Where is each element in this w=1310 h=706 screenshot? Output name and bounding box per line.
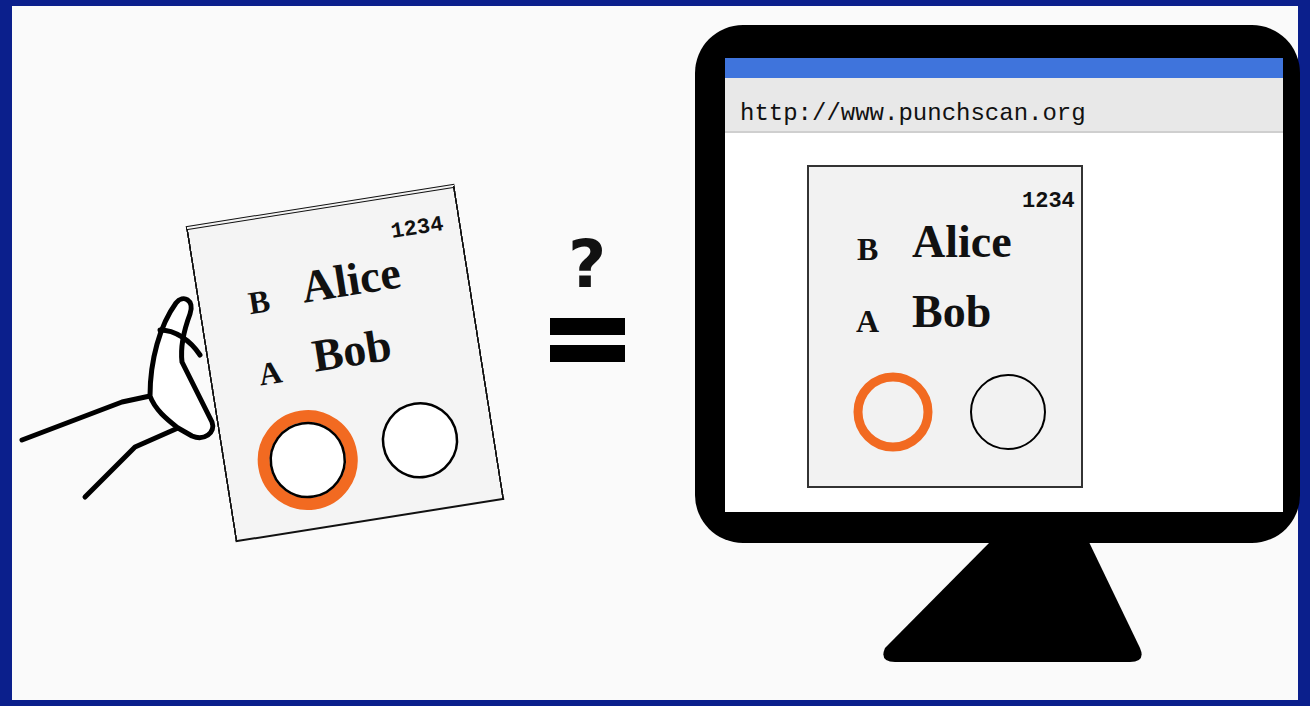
node-text: Alice bbox=[912, 219, 1012, 265]
screen-bubbles bbox=[858, 375, 1045, 449]
node-text: http://www.punchscan.org bbox=[740, 102, 1086, 126]
screen-ballot: 1234B AliceA Bob bbox=[807, 165, 1083, 488]
bubble bbox=[378, 398, 463, 483]
bubble bbox=[971, 375, 1045, 449]
orange-mark bbox=[858, 377, 928, 447]
node-text: A bbox=[256, 355, 284, 390]
monitor-frame bbox=[695, 25, 1300, 543]
node-text: B bbox=[857, 233, 878, 265]
node-text: A bbox=[856, 305, 879, 337]
equals-bar bbox=[550, 318, 625, 335]
orange-mark bbox=[257, 410, 358, 511]
node-text: Bob bbox=[309, 322, 394, 380]
question-mark: ? bbox=[568, 232, 606, 298]
paper-ballot: 1234B AliceA Bob bbox=[186, 184, 505, 543]
monitor-stand bbox=[883, 540, 1141, 662]
browser-window: http://www.punchscan.org 1234B AliceA Bob bbox=[725, 58, 1283, 512]
node-text: B bbox=[246, 284, 272, 319]
node-text: Bob bbox=[912, 289, 991, 335]
node-text: Alice bbox=[298, 250, 404, 311]
hand-symbol bbox=[22, 299, 213, 497]
serial-number: 1234 bbox=[390, 214, 446, 244]
paper-bubbles bbox=[257, 393, 463, 510]
bubble bbox=[265, 418, 350, 503]
equals-bar bbox=[550, 345, 625, 362]
serial-number: 1234 bbox=[1022, 191, 1075, 213]
